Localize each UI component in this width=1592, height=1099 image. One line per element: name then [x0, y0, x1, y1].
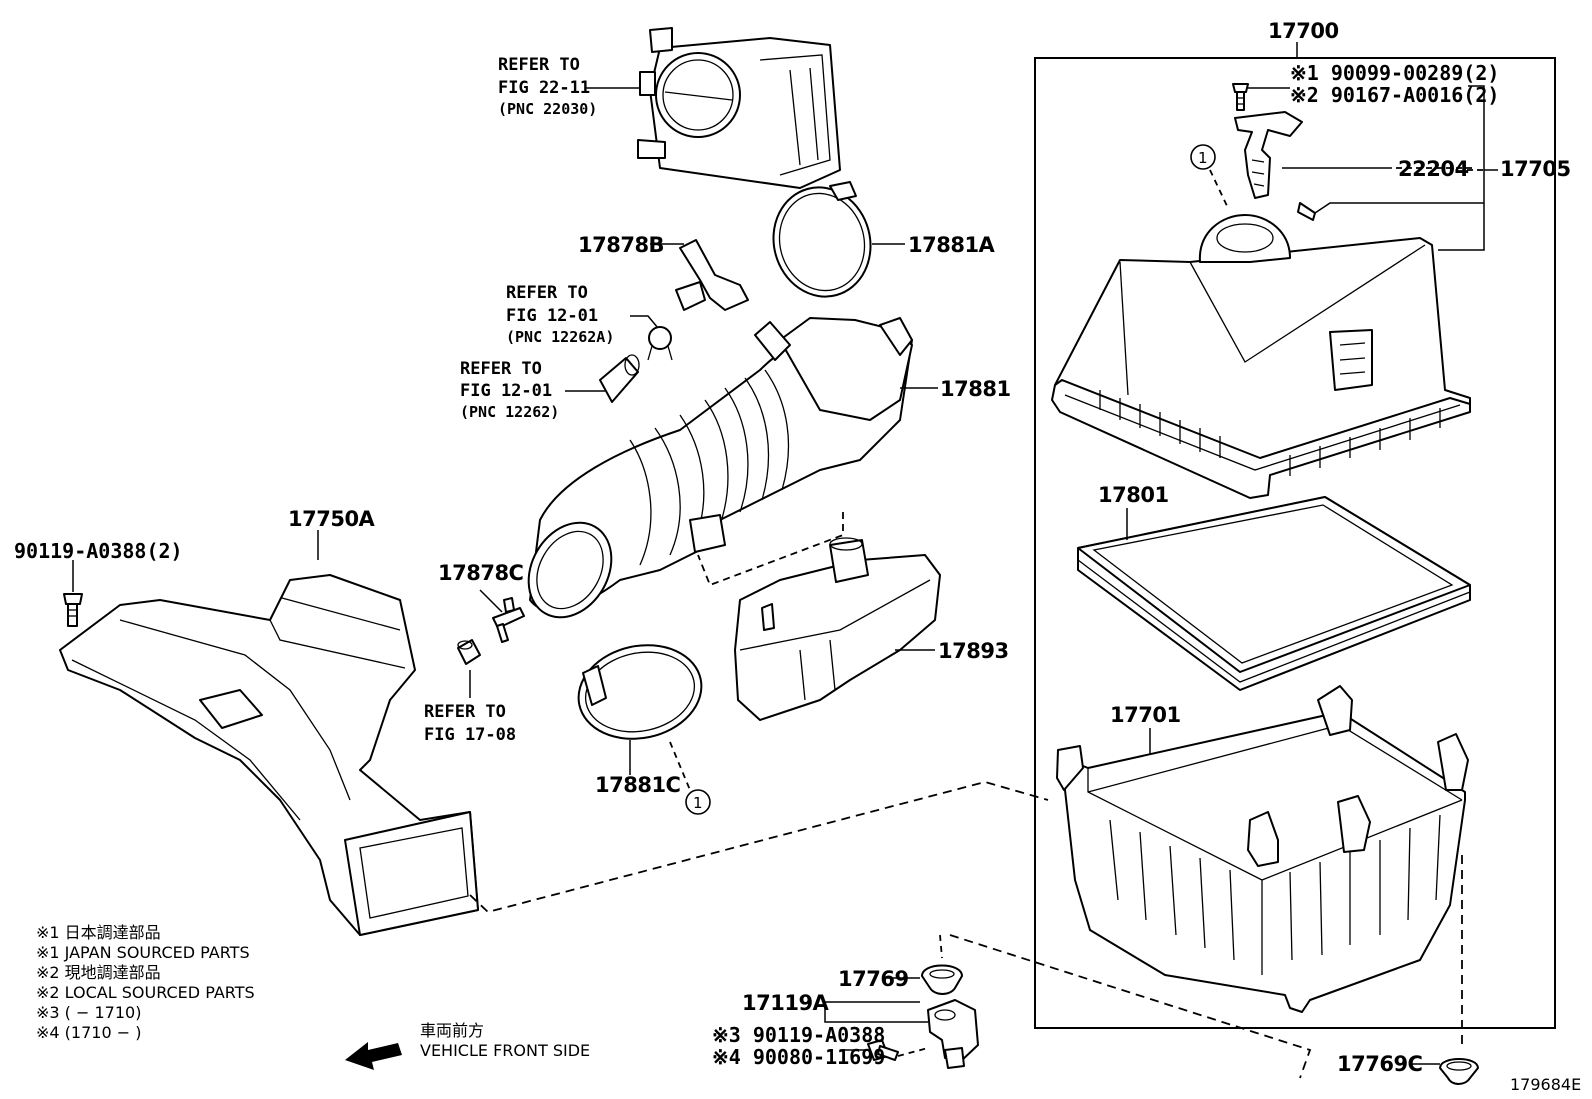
ref-hose-b-line3: (PNC 12262) [460, 403, 559, 421]
intake-hose-17881 [527, 317, 913, 619]
label-17701: 17701 [1110, 703, 1181, 727]
air-cleaner-cover [1051, 214, 1471, 499]
direction-jp: 車両前方 [420, 1021, 484, 1040]
air-filter-element-17801 [1077, 496, 1471, 691]
label-17878B: 17878B [578, 233, 664, 257]
vacuum-hose-reference [457, 639, 481, 665]
label-17769: 17769 [838, 967, 909, 991]
ref-throttle-line3: (PNC 22030) [498, 100, 597, 118]
screw-90099 [1232, 83, 1249, 111]
bolt-90080 [867, 1039, 899, 1061]
throttle-body-reference [637, 27, 841, 189]
label-bolt1: ※1 90099-00289(2) [1290, 61, 1499, 85]
ref-hose-a-line3: (PNC 12262A) [506, 328, 614, 346]
note-4: ※4 (1710 − ) [36, 1023, 141, 1042]
resonator-17893 [734, 537, 941, 721]
label-17881C: 17881C [595, 773, 681, 797]
reference-circle-1-bottom [685, 789, 711, 815]
label-17119A: 17119A [742, 991, 830, 1015]
assembly-box-17700 [1034, 57, 1556, 1029]
reference-circle-1-bottom-text: 1 [693, 794, 703, 812]
ref-hose-b-line2: FIG 12-01 [460, 381, 552, 401]
reference-circle-1-top-text: 1 [1198, 149, 1208, 167]
hose-clamp-17881C [577, 644, 703, 740]
label-17878C: 17878C [438, 561, 524, 585]
ref-throttle-line2: FIG 22-11 [498, 78, 590, 98]
ref-throttle-line1: REFER TO [498, 55, 580, 75]
ref-vacuum-line2: FIG 17-08 [424, 725, 516, 745]
hose-clamp-17881A [772, 181, 872, 298]
label-17769C: 17769C [1337, 1052, 1423, 1076]
vehicle-front-arrow-icon [345, 1042, 402, 1070]
valve-17878C [492, 597, 525, 643]
label-17893: 17893 [938, 639, 1009, 663]
reference-circle-1-top [1190, 144, 1216, 170]
hose-reference-b [599, 354, 640, 403]
label-17750A: 17750A [288, 507, 376, 531]
direction-en: VEHICLE FRONT SIDE [420, 1041, 590, 1060]
ref-hose-a-line2: FIG 12-01 [506, 306, 598, 326]
inlet-duct-17750A [59, 574, 479, 936]
fitting-17878B [675, 239, 749, 311]
gasket [1297, 202, 1316, 221]
label-bolt2: ※2 90167-A0016(2) [1290, 83, 1499, 107]
mass-air-flow-sensor-22204 [1234, 111, 1303, 199]
note-1-jp: ※1 日本調達部品 [36, 923, 161, 942]
diagram-id: 179684E [1510, 1075, 1581, 1094]
ref-hose-b-line1: REFER TO [460, 359, 542, 379]
label-bolt3: ※3 90119-A0388 [712, 1023, 885, 1047]
grommet-17769 [921, 964, 963, 995]
label-bolt4: ※4 90080-11699 [712, 1045, 885, 1069]
label-17881: 17881 [940, 377, 1011, 401]
label-17801: 17801 [1098, 483, 1169, 507]
ref-hose-a-line1: REFER TO [506, 283, 588, 303]
hose-clip-reference-a [647, 326, 673, 361]
note-2-jp: ※2 現地調達部品 [36, 963, 161, 982]
label-17705: 17705 [1500, 157, 1571, 181]
bolt-90119-A0388 [63, 593, 83, 627]
label-17881A: 17881A [908, 233, 996, 257]
label-bolt-17750: 90119-A0388(2) [14, 539, 183, 563]
bracket-17119A [927, 999, 979, 1069]
air-cleaner-case-17701 [1056, 685, 1469, 1013]
grommet-17769C [1439, 1058, 1479, 1085]
note-3: ※3 ( − 1710) [36, 1003, 141, 1022]
note-1-en: ※1 JAPAN SOURCED PARTS [36, 943, 250, 962]
note-2-en: ※2 LOCAL SOURCED PARTS [36, 983, 255, 1002]
ref-vacuum-line1: REFER TO [424, 702, 506, 722]
label-22204: 22204 [1398, 157, 1469, 181]
label-17700: 17700 [1268, 19, 1339, 43]
